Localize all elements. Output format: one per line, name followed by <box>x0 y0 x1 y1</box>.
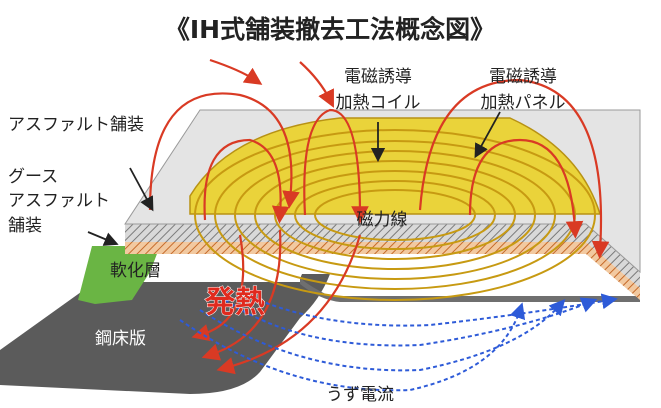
steel-deck-curve <box>300 278 640 302</box>
eddy-current-lines <box>179 291 618 392</box>
guss-label-line2: アスファルト <box>8 191 110 211</box>
panel-label-line2: 加熱パネル <box>481 93 566 113</box>
coil-label-line2: 加熱コイル <box>336 93 421 113</box>
asphalt-pavement-label: アスファルト舗装 <box>8 115 144 135</box>
coil-label-line1: 電磁誘導 <box>344 67 412 87</box>
heat-label: 発熱 <box>204 285 265 320</box>
steel-deck-label: 鋼床版 <box>95 329 146 349</box>
guss-label-line1: グース <box>8 167 58 187</box>
magnetic-flux-label: 磁力線 <box>357 210 408 230</box>
softened-layer-label: 軟化層 <box>110 261 161 281</box>
label-pointers <box>87 111 501 246</box>
steel-deck-plate <box>0 274 330 394</box>
magnetic-flux-lines <box>148 58 610 375</box>
guss-asphalt-layer <box>125 242 640 300</box>
softened-layer <box>78 246 160 304</box>
asphalt-layer-side <box>125 224 640 288</box>
diagram-title: 《IH式舗装撤去工法概念図》 <box>165 15 495 44</box>
eddy-current-label: うず電流 <box>326 385 394 405</box>
panel-label-line1: 電磁誘導 <box>489 67 557 87</box>
guss-label-line3: 舗装 <box>8 216 42 236</box>
